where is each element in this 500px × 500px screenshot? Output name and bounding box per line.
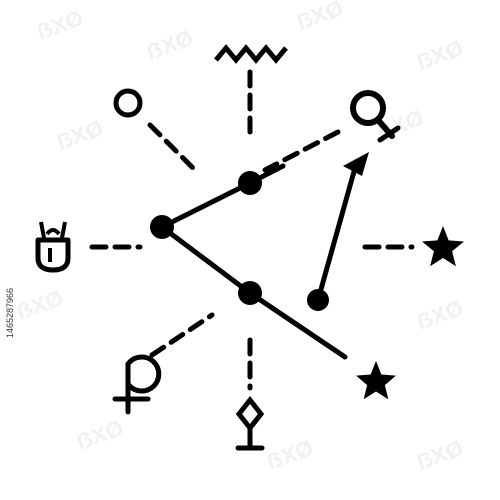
node-arrow-start xyxy=(307,289,329,311)
ceres-symbol-icon xyxy=(112,354,162,415)
star-symbol-icon xyxy=(422,226,464,267)
magnifier-pawn-symbol-icon xyxy=(350,90,401,143)
circle-symbol-icon xyxy=(113,88,143,118)
svg-text:ẞXØ: ẞXØ xyxy=(413,435,466,475)
node-left xyxy=(150,215,174,239)
svg-text:ẞXØ: ẞXØ xyxy=(293,0,346,35)
spoke-upper-left xyxy=(147,122,201,176)
watermark-pattern: ẞXØ ẞXØ ẞXØ ẞXØ ẞXØ ẞXØ ẞXØ ẞXØ ẞXØ ẞXØ … xyxy=(13,0,466,475)
dashed-spokes xyxy=(89,69,415,391)
svg-text:ẞXØ: ẞXØ xyxy=(143,25,196,65)
image-id-text: 1465287966 xyxy=(5,287,15,339)
svg-text:ẞXØ: ẞXØ xyxy=(73,415,126,455)
spoke-lower-left xyxy=(149,312,215,358)
path-nodes xyxy=(150,171,329,311)
arrow-shaft xyxy=(315,165,358,303)
diamond-stand-symbol-icon xyxy=(235,395,265,451)
node-lower xyxy=(238,281,262,305)
svg-text:ẞXØ: ẞXØ xyxy=(53,115,106,155)
arrow-head xyxy=(343,152,369,176)
node-upper xyxy=(238,171,262,195)
acorn-symbol-icon xyxy=(35,221,71,273)
svg-text:ẞXØ: ẞXØ xyxy=(263,435,316,475)
svg-text:ẞXØ: ẞXØ xyxy=(33,5,86,45)
aquarius-symbol-icon xyxy=(214,44,288,64)
star-symbol-icon-lower xyxy=(356,361,396,400)
svg-text:ẞXØ: ẞXØ xyxy=(13,285,66,325)
spoke-upper-right xyxy=(262,129,341,173)
svg-text:ẞXØ: ẞXØ xyxy=(413,35,466,75)
solid-path xyxy=(159,163,358,360)
svg-text:ẞXØ: ẞXØ xyxy=(413,295,466,335)
